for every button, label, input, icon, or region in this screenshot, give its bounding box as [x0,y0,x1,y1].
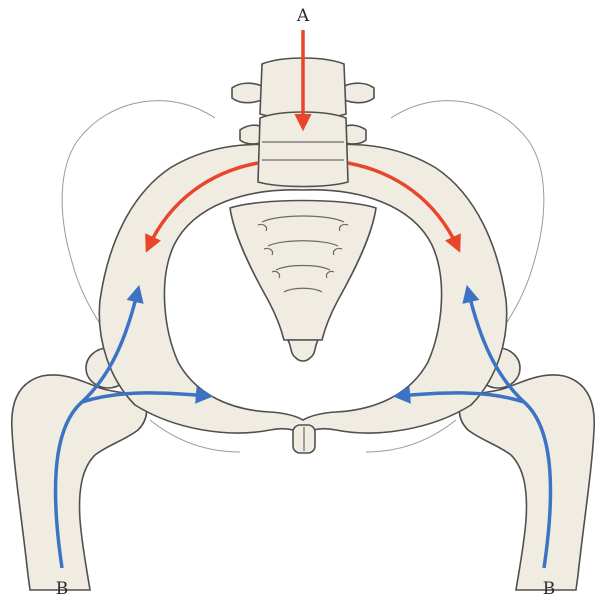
coccyx [288,340,318,361]
label-b-left: B [56,579,69,599]
label-b-right: B [543,579,556,599]
label-a: A [296,6,310,26]
pubic-symphysis [293,425,315,453]
sacrum [230,201,376,341]
